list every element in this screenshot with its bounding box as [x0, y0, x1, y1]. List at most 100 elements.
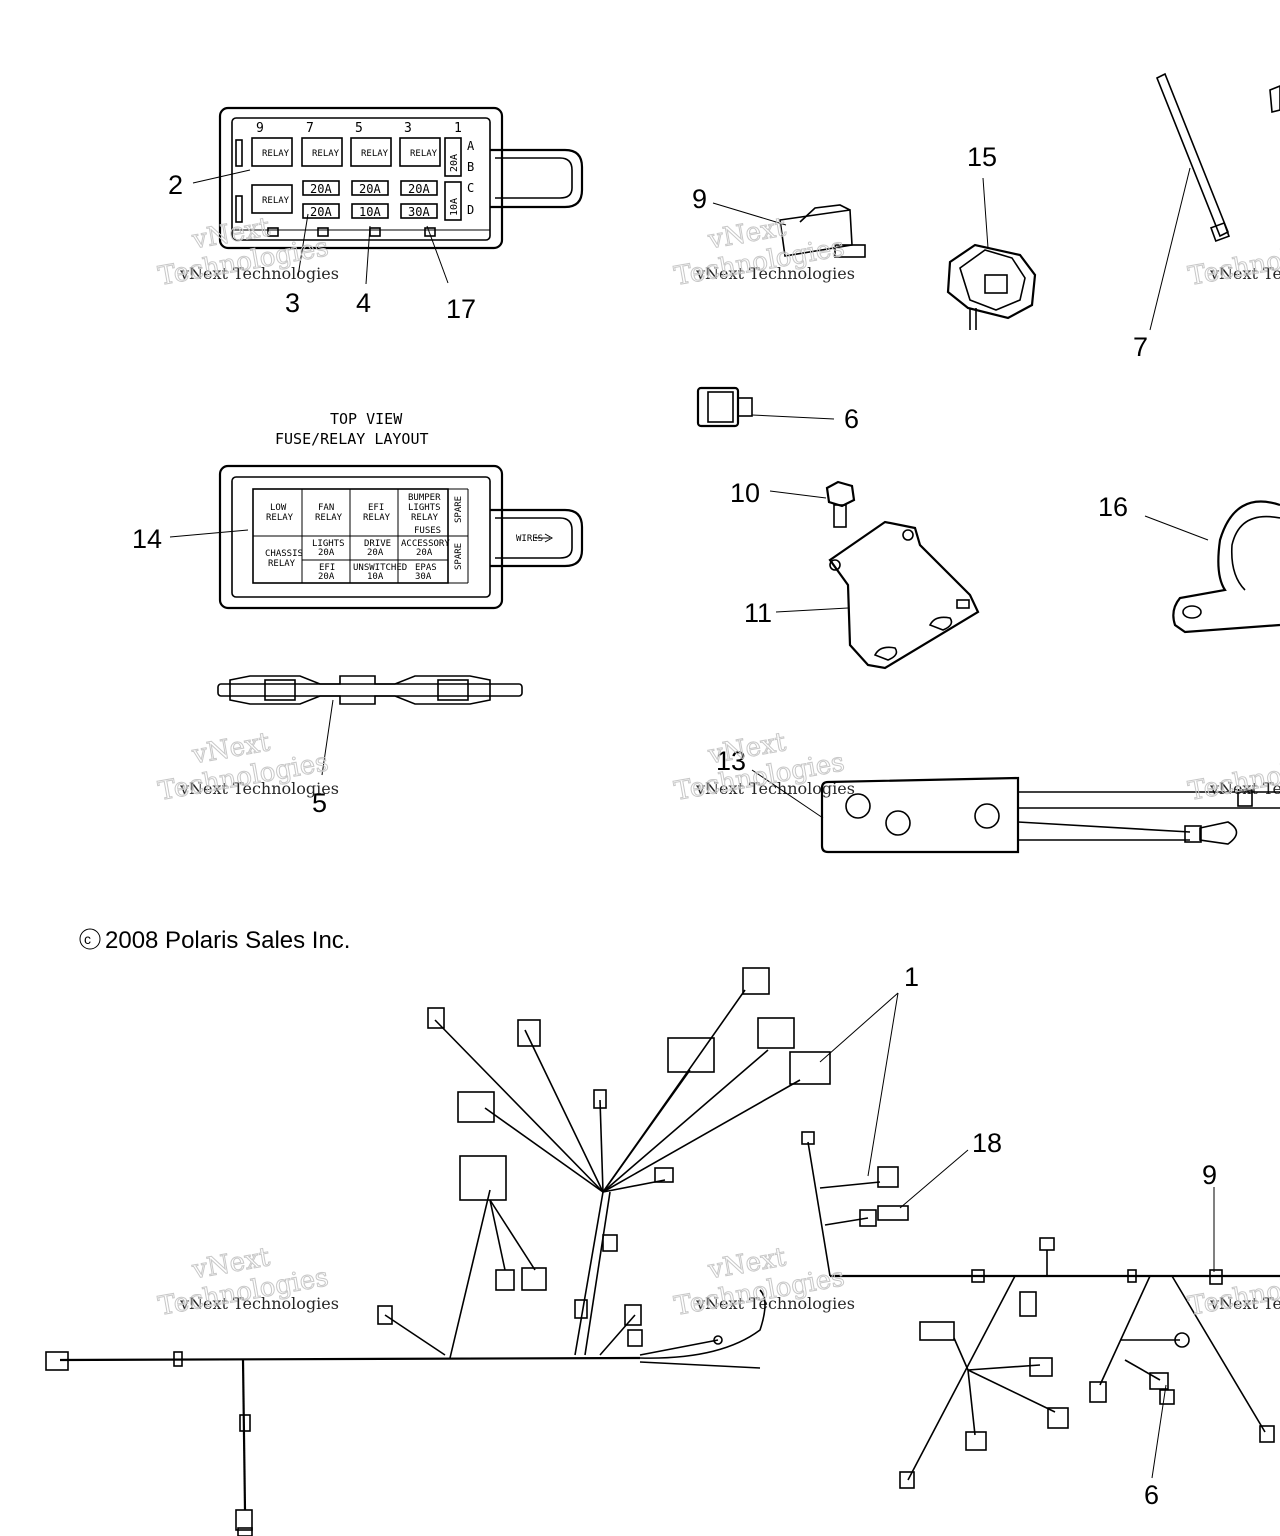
cell-accessory-2: 20A: [416, 548, 433, 558]
wires-tag: WIRES: [516, 534, 543, 544]
callout-17: 17: [446, 294, 476, 324]
cell-bumper-1: BUMPER: [408, 493, 441, 503]
fuse-label-6: 30A: [408, 205, 430, 219]
relay-label-5: RELAY: [262, 196, 290, 206]
callout-1: 1: [904, 962, 919, 992]
svg-text:vNext Technologies: vNext Technologies: [695, 1294, 855, 1313]
cell-spare-1: SPARE: [454, 496, 464, 523]
watermark-4: vNext vNext Technologies Technologies: [672, 727, 855, 808]
cell-drive-1: DRIVE: [364, 539, 391, 549]
cell-lights-2: 20A: [318, 548, 335, 558]
main-wire-harness: [45, 967, 1280, 1536]
callout-6-bottom: 6: [1144, 1480, 1159, 1510]
clamp-part-16: [1172, 500, 1280, 634]
side-fuse-label-1: 20A: [449, 154, 460, 172]
callout-4: 4: [356, 288, 371, 318]
callout-16: 16: [1098, 492, 1128, 522]
callout-2: 2: [168, 170, 183, 200]
fuse-label-4: 20A: [310, 205, 332, 219]
svg-text:vNext Technologies: vNext Technologies: [179, 1294, 339, 1313]
watermark-3: vNext vNext Technologies Technologies: [156, 727, 339, 808]
callout-11: 11: [744, 598, 772, 628]
fuse-box-row-c: C: [467, 181, 474, 195]
svg-text:c: c: [84, 931, 91, 947]
svg-text:vNext Technologies: vNext Technologies: [179, 264, 339, 283]
watermark-2: vNext vNext Technologies Technologies: [672, 212, 855, 293]
callout-3: 3: [285, 288, 300, 318]
bolt-part-10: [825, 480, 856, 528]
cell-efi-1: EFI: [368, 503, 384, 513]
cell-bumper-3: RELAY: [411, 513, 439, 523]
fuse-label-5: 10A: [359, 205, 381, 219]
svg-text:vNext Technologies: vNext Technologies: [179, 779, 339, 798]
watermark-9: vNext Technologies Technologies: [1186, 1262, 1280, 1322]
watermark-5: vNext vNext Technologies Technologies: [156, 1242, 339, 1323]
relay-label-1: RELAY: [262, 149, 290, 159]
layout-title-2: FUSE/RELAY LAYOUT: [275, 430, 429, 448]
callout-15: 15: [967, 142, 997, 172]
cell-efi-fuse-1: EFI: [319, 563, 335, 573]
fuse-label-3: 20A: [408, 182, 430, 196]
cell-lights-1: LIGHTS: [312, 539, 345, 549]
cell-fan-2: RELAY: [315, 513, 343, 523]
fuse-label-1: 20A: [310, 182, 332, 196]
connector-part-6: [696, 386, 753, 428]
svg-text:vNext Technologies: vNext Technologies: [695, 779, 855, 798]
copyright-text: 2008 Polaris Sales Inc.: [105, 927, 350, 954]
callout-5: 5: [312, 788, 327, 818]
fuse-box-col-7: 7: [306, 121, 314, 136]
relay-label-2: RELAY: [312, 149, 340, 159]
svg-text:vNext Technologies: vNext Technologies: [1209, 779, 1280, 798]
callout-10: 10: [730, 478, 760, 508]
fuse-box-assembly: 9 7 5 3 1 A B C D RELAY RELAY RELAY RELA…: [218, 106, 584, 250]
svg-text:vNext Technologies: vNext Technologies: [1209, 1294, 1280, 1313]
inline-fuse-holder: [217, 675, 523, 705]
callout-14: 14: [132, 524, 162, 554]
bracket-part-11: [828, 520, 980, 670]
cell-low-1: LOW: [270, 503, 287, 513]
copyright-notice: c 2008 Polaris Sales Inc.: [79, 927, 350, 954]
fuse-box-row-b: B: [467, 160, 474, 174]
cell-spare-2: SPARE: [454, 543, 464, 570]
relay-label-3: RELAY: [361, 149, 389, 159]
callout-18: 18: [972, 1128, 1002, 1158]
callout-13: 13: [716, 746, 746, 776]
fuse-box-col-5: 5: [355, 121, 363, 136]
callout-9-bottom: 9: [1202, 1160, 1217, 1190]
connector-part-15: [946, 243, 1037, 330]
fuse-box-col-3: 3: [404, 121, 412, 136]
watermark-6: vNext vNext Technologies Technologies: [672, 1242, 855, 1323]
cell-chassis-2: RELAY: [268, 559, 296, 569]
layout-title-1: TOP VIEW: [330, 410, 403, 428]
cell-epas-1: EPAS: [415, 563, 437, 573]
cell-efi-fuse-2: 20A: [318, 572, 335, 582]
fuse-box-col-9: 9: [256, 121, 264, 136]
cell-unswitched-1: UNSWITCHED: [353, 563, 407, 573]
cell-low-2: RELAY: [266, 513, 294, 523]
cell-epas-2: 30A: [415, 572, 432, 582]
svg-text:vNext Technologies: vNext Technologies: [695, 264, 855, 283]
side-fuse-label-2: 10A: [449, 198, 460, 216]
watermark-7: vNext Technologies Technologies: [1186, 232, 1280, 292]
fuse-box-row-d: D: [467, 203, 474, 217]
cell-efi-2: RELAY: [363, 513, 391, 523]
cell-unswitched-2: 10A: [367, 572, 384, 582]
fuse-relay-layout: TOP VIEW FUSE/RELAY LAYOUT LOW RELAY FAN…: [218, 410, 584, 610]
cell-bumper-2: LIGHTS: [408, 503, 441, 513]
fuse-box-col-1: 1: [454, 121, 462, 136]
callout-9-top: 9: [692, 184, 707, 214]
cell-accessory-1: ACCESSORY: [401, 539, 450, 549]
relay-part-9: [779, 204, 866, 258]
cell-fan-1: FAN: [318, 503, 334, 513]
ground-cable-part-13: [820, 776, 1280, 854]
fuse-label-2: 20A: [359, 182, 381, 196]
relay-label-4: RELAY: [410, 149, 438, 159]
cell-drive-2: 20A: [367, 548, 384, 558]
svg-text:vNext Technologies: vNext Technologies: [1209, 264, 1280, 283]
callout-7: 7: [1133, 332, 1148, 362]
callout-6-top: 6: [844, 404, 859, 434]
watermark-8: vNext Technologies Technologies: [1186, 747, 1280, 807]
cable-tie-part-7: [1155, 72, 1280, 242]
cell-chassis-1: CHASSIS: [265, 549, 303, 559]
